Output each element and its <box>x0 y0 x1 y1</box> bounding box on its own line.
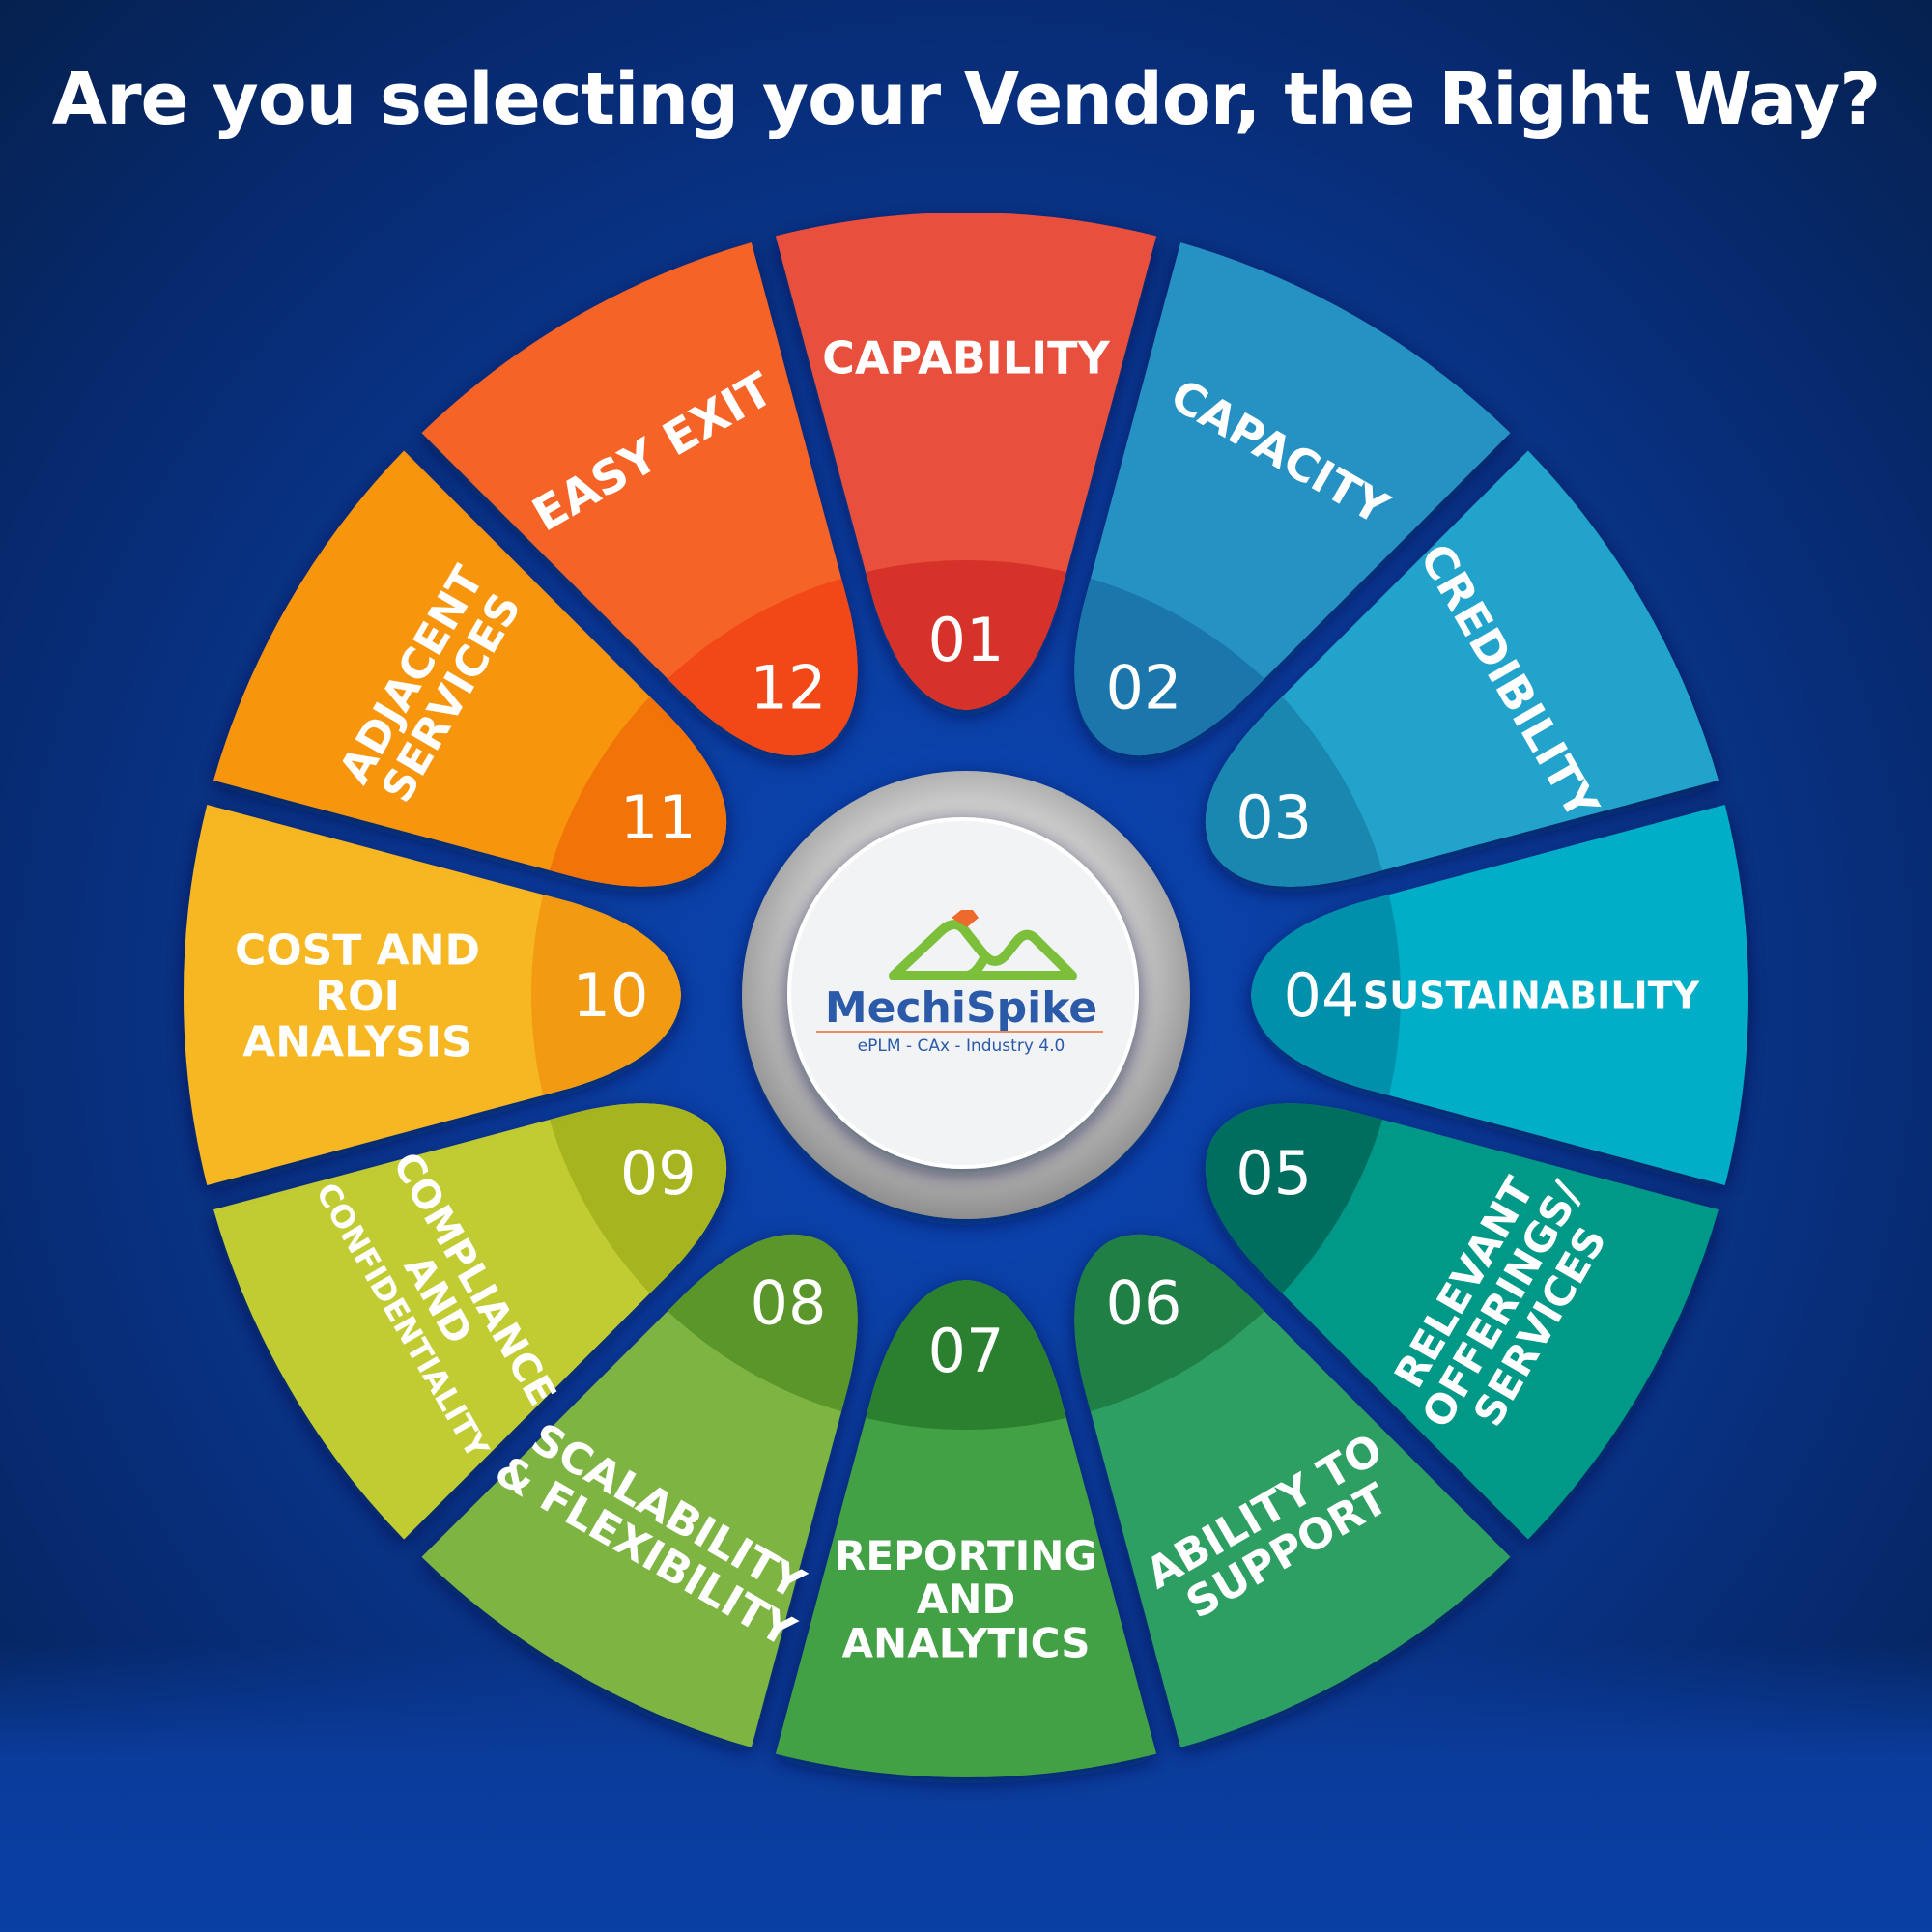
segment-number: 01 <box>928 605 1005 675</box>
segment-number: 07 <box>928 1316 1005 1386</box>
segment-number: 05 <box>1236 1138 1312 1208</box>
mountain-logo-icon <box>889 920 1077 980</box>
segment-number: 12 <box>751 652 827 723</box>
segment-inner-band <box>1074 560 1401 755</box>
logo-inner-disc <box>787 817 1139 1169</box>
segment-number: 10 <box>573 960 649 1031</box>
segment-inner-band <box>531 1235 858 1430</box>
segment-label-line: AND <box>917 1576 1016 1623</box>
segment-number: 11 <box>620 782 696 853</box>
segment-inner-band <box>1206 560 1401 887</box>
segment-label-line: ANALYSIS <box>242 1017 472 1066</box>
segment-number: 03 <box>1236 782 1312 853</box>
segment-inner-band <box>1206 1103 1401 1430</box>
center-logo-badge: MechiSpike ePLM - CAx - Industry 4.0 <box>742 771 1190 1219</box>
segment-label-line: COST AND <box>235 925 480 975</box>
segment-label-line: ROI <box>315 972 400 1021</box>
segment-label-line: ANALYTICS <box>842 1619 1091 1666</box>
segment-number: 09 <box>620 1138 696 1208</box>
segment-inner-band <box>1251 804 1401 1186</box>
segment-inner-band <box>531 1103 726 1430</box>
segment-number: 02 <box>1106 652 1182 723</box>
segment-label-line: REPORTING <box>835 1532 1097 1579</box>
segment-label-line: SUSTAINABILITY <box>1363 975 1700 1017</box>
segment-label: SUSTAINABILITY <box>1363 975 1700 1017</box>
segment-number: 08 <box>751 1268 827 1339</box>
segment-01: 01 CAPABILITY <box>775 213 1157 711</box>
segment-inner-band <box>775 560 1157 710</box>
logo-tagline: ePLM - CAx - Industry 4.0 <box>858 1037 1065 1056</box>
page-title: Are you selecting your Vendor, the Right… <box>51 58 1881 141</box>
segment-number: 06 <box>1106 1268 1182 1339</box>
segment-inner-band <box>531 560 726 887</box>
segment-inner-band <box>1074 1235 1401 1430</box>
segment-inner-band <box>775 1280 1157 1430</box>
segment-number: 04 <box>1284 960 1360 1031</box>
segment-inner-band <box>531 560 858 755</box>
logo-wordmark: MechiSpike <box>825 983 1097 1033</box>
logo-spike-icon <box>952 910 979 927</box>
segment-inner-band <box>531 804 681 1186</box>
segment-label-line: CAPABILITY <box>822 332 1110 384</box>
segment-label: CAPABILITY <box>822 332 1110 384</box>
